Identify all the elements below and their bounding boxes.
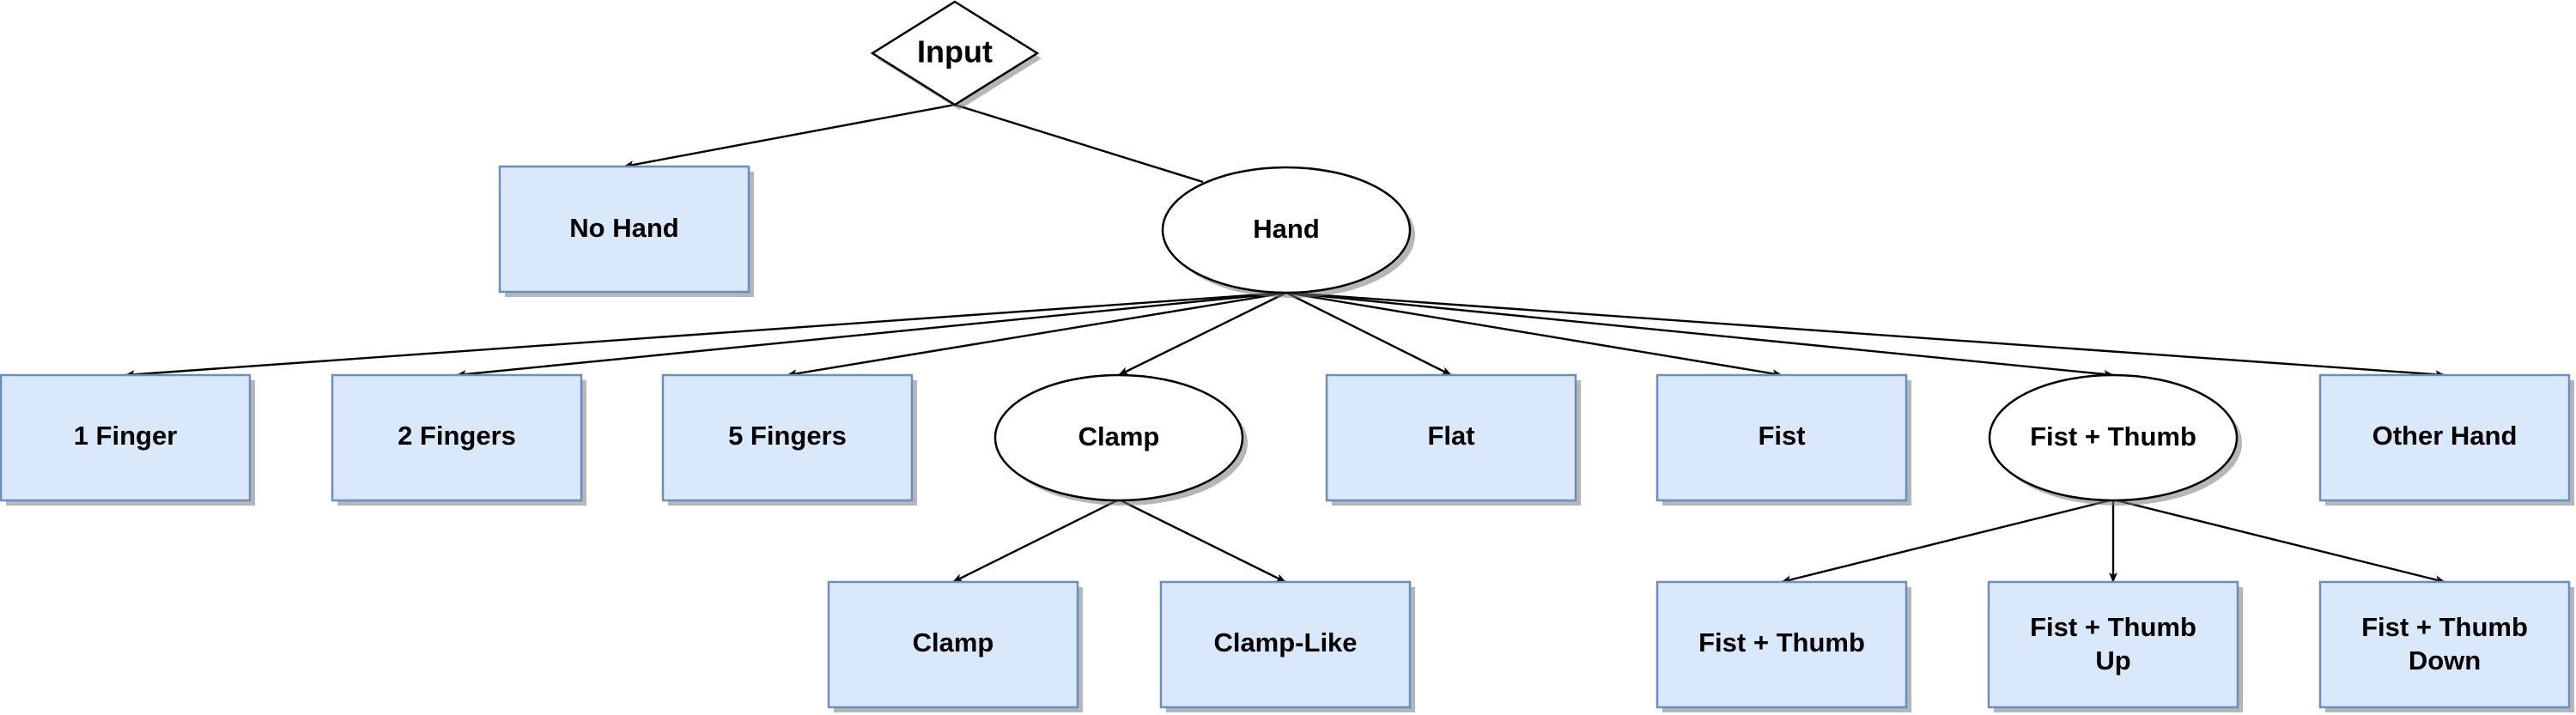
node-fist-thumb-leaf: Fist + Thumb (1656, 580, 1911, 712)
edge-input-no-hand (623, 103, 956, 169)
edge-hand-fist-thumb (1285, 291, 2114, 379)
edge-fist-thumb-leaf (1781, 498, 2114, 585)
node-fist-thumb-up: Fist + Thumb Up (1987, 580, 2243, 712)
node-flat: Flat (1325, 373, 1581, 506)
node-hand-label: Hand (1253, 214, 1320, 244)
node-5-fingers-label: 5 Fingers (728, 421, 847, 451)
node-clamp-label: Clamp (1078, 421, 1160, 451)
edges (125, 103, 2445, 585)
node-5-fingers: 5 Fingers (661, 373, 917, 506)
node-fist-thumb: Fist + Thumb (1988, 373, 2242, 506)
edge-input-hand (954, 103, 1204, 184)
node-fist-thumb-down-label-line2: Down (2409, 645, 2481, 676)
node-clamp-leaf: Clamp (827, 580, 1083, 712)
edge-clamp-clamp-leaf (952, 498, 1120, 584)
edge-hand-5-fingers (787, 291, 1287, 379)
node-fist-label: Fist (1758, 421, 1805, 451)
node-no-hand: No Hand (498, 165, 754, 297)
node-other-hand: Other Hand (2318, 373, 2574, 506)
node-clamp: Clamp (993, 373, 1248, 506)
node-1-finger: 1 Finger (0, 373, 255, 506)
node-input: Input (870, 0, 1042, 110)
node-fist-thumb-up-label-line2: Up (2095, 645, 2130, 676)
node-input-label: Input (917, 34, 993, 70)
node-flat-label: Flat (1427, 421, 1474, 451)
node-2-fingers: 2 Fingers (331, 373, 586, 506)
edge-hand-other-hand (1285, 291, 2445, 379)
node-fist-thumb-down: Fist + Thumb Down (2318, 580, 2574, 712)
node-1-finger-label: 1 Finger (74, 421, 178, 451)
node-fist-thumb-label: Fist + Thumb (2030, 421, 2196, 451)
node-other-hand-label: Other Hand (2372, 421, 2518, 451)
edge-hand-clamp (1118, 291, 1287, 377)
edge-clamp-clamp-like (1118, 498, 1286, 584)
edge-hand-flat (1285, 291, 1452, 377)
node-fist: Fist (1656, 373, 1911, 506)
node-clamp-leaf-label: Clamp (913, 627, 994, 657)
node-no-hand-label: No Hand (569, 213, 678, 243)
node-fist-thumb-leaf-label: Fist + Thumb (1698, 627, 1865, 657)
node-fist-thumb-up-label-line1: Fist + Thumb (2030, 612, 2196, 642)
node-hand: Hand (1161, 166, 1415, 298)
node-2-fingers-label: 2 Fingers (398, 421, 516, 451)
node-fist-thumb-down-label-line1: Fist + Thumb (2361, 612, 2528, 642)
edge-hand-2-fingers (456, 291, 1287, 379)
edge-hand-1-finger (125, 291, 1287, 379)
node-clamp-like: Clamp-Like (1159, 580, 1415, 712)
edge-fist-thumb-down (2112, 498, 2445, 585)
node-clamp-like-label: Clamp-Like (1213, 627, 1357, 657)
edge-hand-fist (1285, 291, 1783, 379)
